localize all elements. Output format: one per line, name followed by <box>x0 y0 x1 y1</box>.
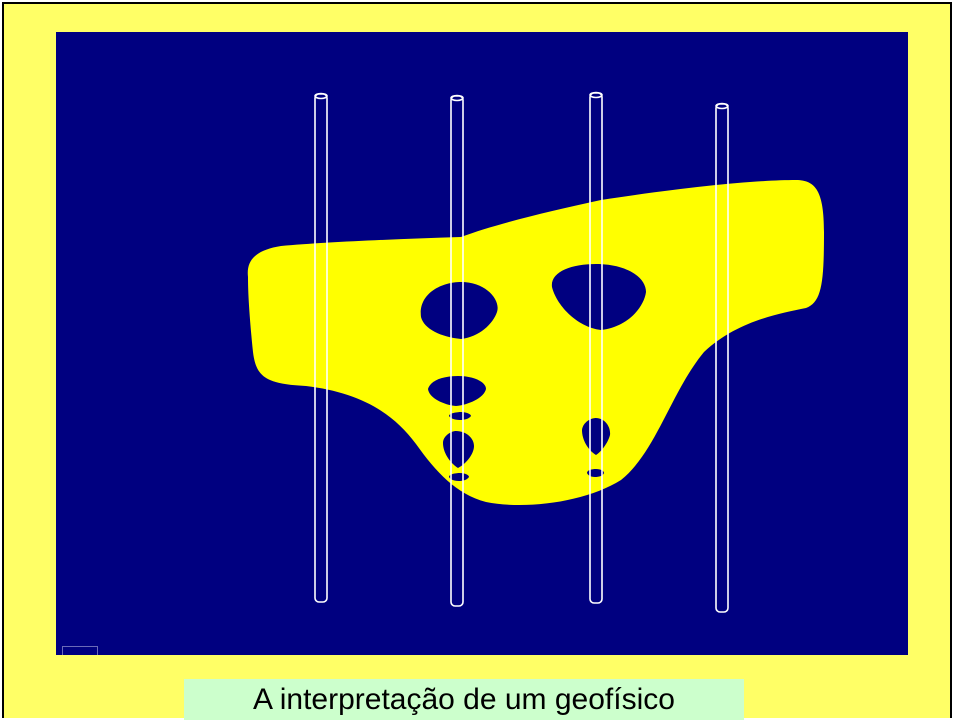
well-3 <box>589 91 603 604</box>
well-2 <box>450 94 464 607</box>
3d-viewport <box>56 32 908 655</box>
caption-box: A interpretação de um geofísico <box>184 679 744 720</box>
geological-body <box>247 180 824 506</box>
well-1 <box>314 92 328 603</box>
caption-text: A interpretação de um geofísico <box>253 682 675 716</box>
viewport-corner-widget <box>62 646 98 655</box>
geobody-diagram <box>56 32 908 655</box>
well-4 <box>715 102 729 613</box>
